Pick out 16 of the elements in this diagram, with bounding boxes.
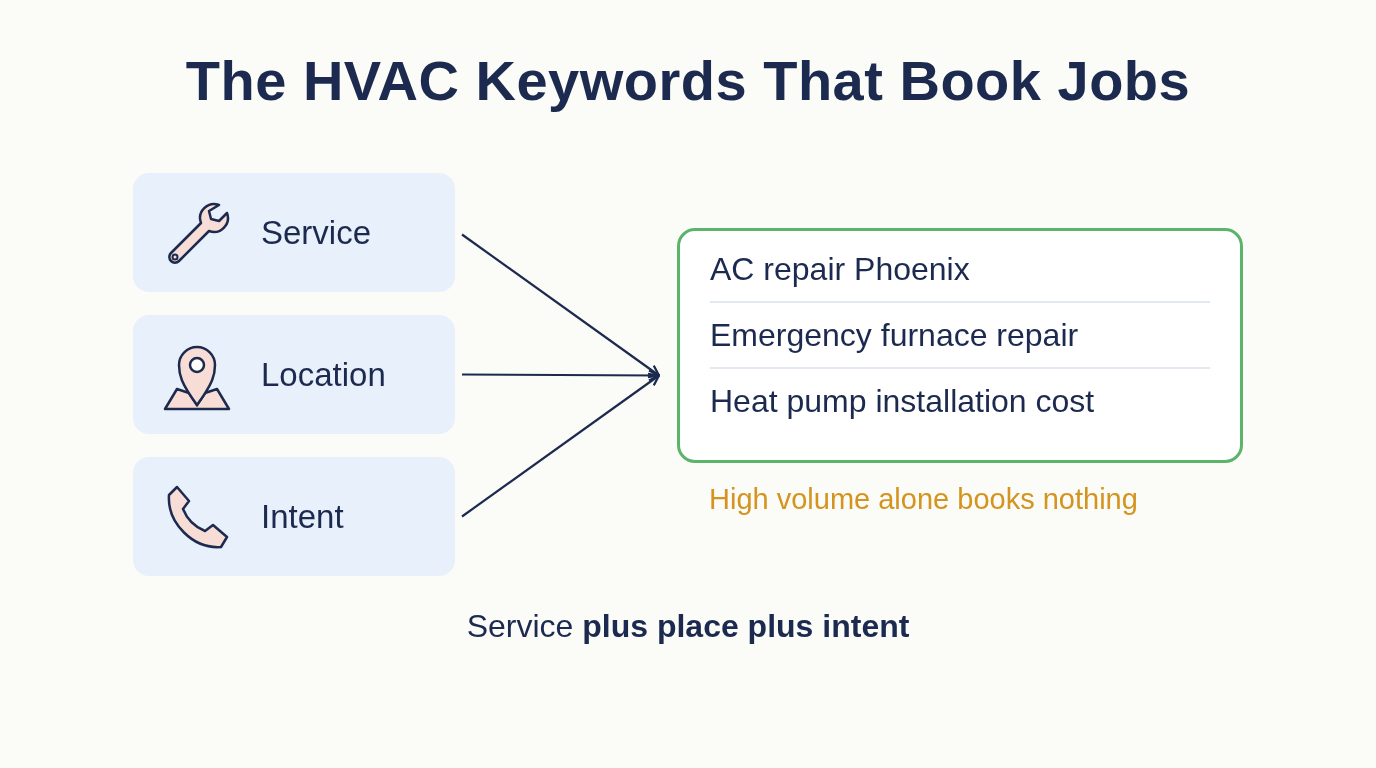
keyword-card: [133, 173, 455, 292]
arrow: [461, 374, 661, 518]
card-label: Location: [261, 355, 386, 394]
keyword-text: AC repair Phoenix: [710, 250, 971, 289]
title: The HVAC Keywords That Book Jobs: [185, 48, 1191, 113]
keyword-card: [133, 457, 455, 576]
keyword-card: [133, 315, 455, 434]
card-label: Service: [261, 213, 372, 252]
keyword-text: Emergency furnace repair: [710, 316, 1080, 355]
caption: Service plus place plus intent: [466, 608, 910, 645]
card-label: Intent: [261, 497, 344, 536]
keyword-list-box: [677, 228, 1243, 463]
arrow: [461, 233, 661, 377]
arrow: [462, 369, 661, 382]
note-text: High volume alone books nothing: [709, 483, 1138, 516]
keyword-text: Heat pump installation cost: [710, 382, 1096, 421]
